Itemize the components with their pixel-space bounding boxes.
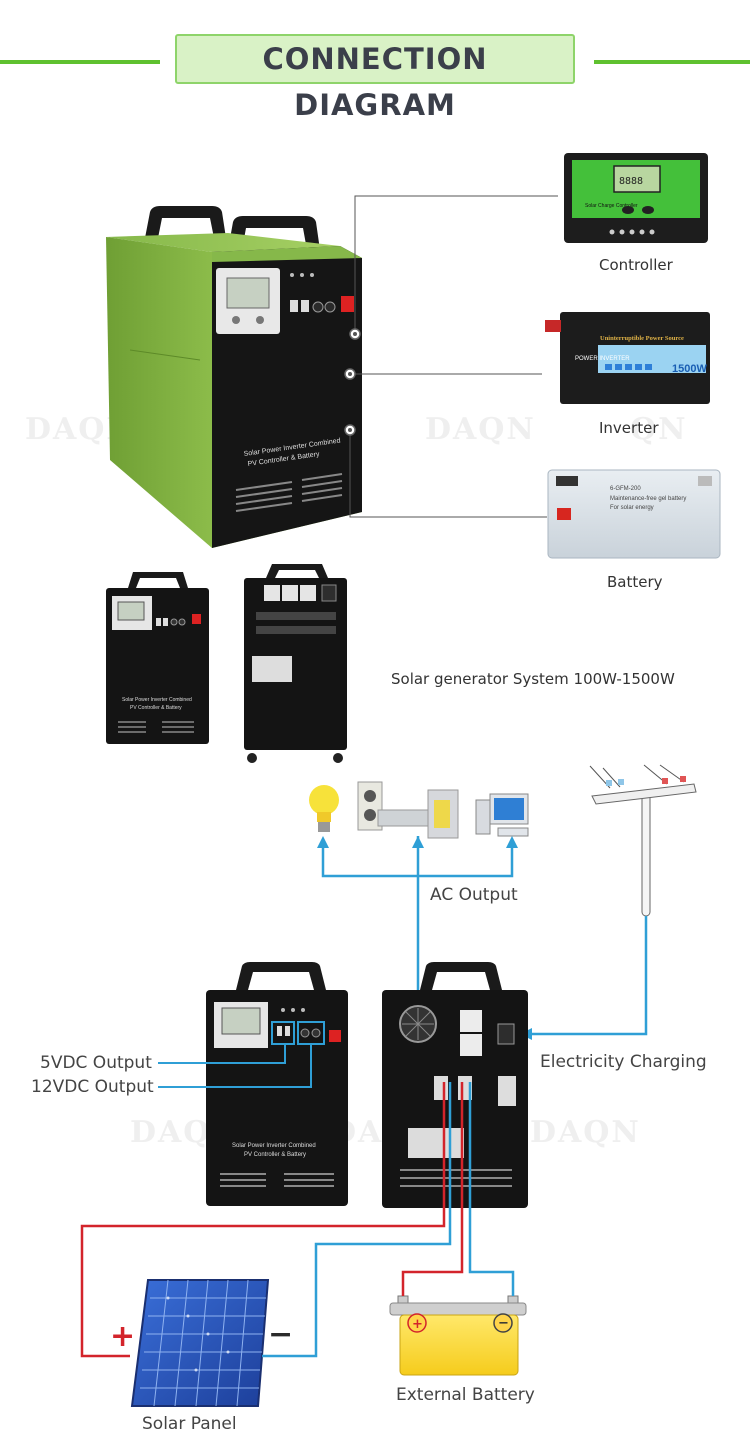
callout-lines — [349, 195, 558, 518]
charge-controller: 8888 Solar Charge Controller — [564, 153, 708, 243]
inverter-rating: 1500W — [672, 363, 707, 375]
inverter-brand: POWER INVERTER — [575, 356, 630, 362]
ac-output-label: AC Output — [430, 885, 518, 905]
front-print: PV Controller & Battery — [244, 1152, 306, 1158]
header-banner: CONNECTION DIAGRAM — [175, 34, 575, 122]
stereo-system — [357, 781, 459, 839]
unit-back-wiring — [382, 962, 528, 1208]
battery-model: 6-GFM-200 — [610, 486, 641, 492]
electricity-charging-label: Electricity Charging — [540, 1052, 707, 1072]
controller-label: Controller — [599, 256, 673, 274]
usb-5v-label: 5VDC Output — [40, 1053, 152, 1073]
header-rule-right — [594, 60, 750, 64]
lcd-reading: 8888 — [619, 176, 643, 187]
front-print: PV Controller & Battery — [130, 705, 182, 711]
solar-panel — [130, 1279, 270, 1407]
header-rule-left — [0, 60, 160, 64]
solar-generator-unit-large: Solar Power Inverter Combined PV Control… — [106, 206, 362, 548]
watermark: QN — [630, 412, 688, 447]
unit-front-view: Solar Power Inverter Combined PV Control… — [106, 572, 209, 744]
external-battery: + − — [389, 1295, 527, 1376]
dc-12v-label: 12VDC Output — [31, 1077, 154, 1097]
light-bulb — [309, 785, 339, 832]
computer — [475, 793, 529, 837]
battery-desc: Maintenance-free gel battery — [610, 496, 686, 502]
utility-pole — [589, 764, 697, 917]
positive-sign: + — [110, 1319, 135, 1354]
inverter-label: Inverter — [599, 419, 659, 437]
handle — [145, 206, 226, 238]
dc-output-wires — [158, 1044, 312, 1088]
svg-text:+: + — [412, 1317, 423, 1332]
arrowheads — [317, 836, 518, 848]
battery-label: Battery — [607, 573, 663, 591]
negative-sign: − — [268, 1317, 293, 1352]
watermark: DAQN — [530, 1115, 641, 1150]
front-print: Solar Power Inverter Combined — [122, 697, 192, 703]
handle — [228, 216, 320, 250]
front-print: Solar Power Inverter Combined — [232, 1143, 316, 1149]
inverter-banner: Uninterruptible Power Source — [600, 335, 684, 342]
svg-text:−: − — [498, 1316, 509, 1331]
dc-battery-wires — [80, 1082, 515, 1358]
ac-output-wires — [321, 836, 514, 996]
controller-print: Solar Charge Controller — [585, 203, 638, 209]
grid-charging-wire — [528, 916, 648, 1036]
power-inverter: POWER INVERTER Uninterruptible Power Sou… — [545, 312, 710, 404]
page-title: CONNECTION DIAGRAM — [262, 42, 488, 122]
product-caption: Solar generator System 100W-1500W — [391, 670, 675, 688]
battery-use: For solar energy — [610, 505, 654, 511]
unit-back-view — [244, 564, 347, 763]
solar-panel-label: Solar Panel — [142, 1414, 237, 1434]
external-battery-label: External Battery — [396, 1385, 535, 1405]
unit-front-wiring: Solar Power Inverter Combined PV Control… — [206, 962, 348, 1206]
watermark: DAQN — [425, 412, 536, 447]
gel-battery: 6-GFM-200 Maintenance-free gel battery F… — [547, 469, 721, 559]
